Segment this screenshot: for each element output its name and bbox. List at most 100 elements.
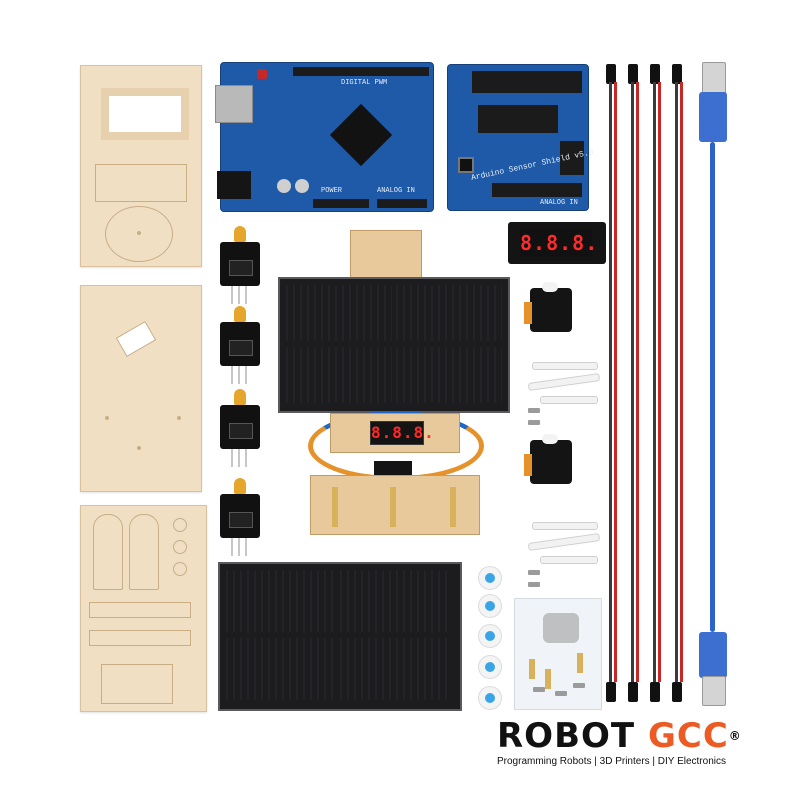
solar-cell	[226, 638, 336, 700]
sensor-shield-board: Arduino Sensor Shield v5.0 ANALOG IN	[447, 64, 594, 211]
solar-cell	[340, 570, 450, 632]
jumper-wire	[636, 82, 639, 682]
photoresistor	[234, 389, 246, 405]
jumper-connector	[672, 64, 682, 84]
digital-pwm-label: DIGITAL PWM	[341, 79, 388, 87]
sensor-chip	[229, 423, 253, 439]
tracker-solar-panel	[278, 277, 510, 413]
led-display-module: 8.8.8.	[508, 222, 606, 264]
bearing-disc	[478, 686, 502, 710]
servo-horn	[540, 396, 598, 404]
jumper-connector	[650, 682, 660, 702]
wood-panel-top	[80, 65, 202, 267]
sensor-chip	[229, 512, 253, 528]
jumper-wire	[653, 82, 656, 682]
screw	[528, 582, 540, 587]
shield-analog-label: ANALOG IN	[540, 199, 578, 207]
screw	[573, 683, 585, 688]
screw	[528, 570, 540, 575]
brand-name: ROBOT GCC®	[497, 718, 747, 754]
light-sensor-module	[220, 478, 260, 556]
sensor-pins	[231, 538, 249, 556]
bearing-disc	[478, 624, 502, 648]
panel-slot-cutout	[89, 630, 191, 646]
solar-panel	[218, 562, 462, 711]
brand-logo: ROBOT GCC® Programming Robots | 3D Print…	[497, 718, 747, 767]
jumper-connector	[628, 682, 638, 702]
screw	[528, 408, 540, 413]
tracker-assembly: 8.8.8.	[270, 225, 515, 550]
atmega-chip	[329, 103, 393, 167]
brand-name-robot: ROBOT	[497, 716, 636, 756]
solar-cell	[286, 285, 392, 341]
screw	[533, 687, 545, 692]
usb-a-plug	[702, 62, 726, 96]
jumper-wire	[675, 82, 678, 682]
servo-shaft	[542, 282, 558, 292]
light-sensor-module	[220, 389, 260, 467]
solar-cell	[226, 570, 336, 632]
bearing-disc	[478, 566, 502, 590]
sensor-pins	[231, 449, 249, 467]
led-display-value: 8.8.8.	[520, 229, 599, 257]
panel-hole	[105, 416, 109, 420]
shield-header-mid	[478, 105, 558, 133]
servo-shaft	[542, 434, 558, 444]
usb-b-housing	[699, 632, 727, 678]
panel-bracket-cutout	[95, 164, 187, 202]
solar-cell	[396, 285, 502, 341]
photoresistor	[234, 306, 246, 322]
servo-horn	[532, 522, 598, 530]
panel-hole	[177, 416, 181, 420]
bearing-disc	[478, 655, 502, 679]
servo-horn	[527, 533, 601, 551]
screw	[555, 691, 567, 696]
sensor-chip	[229, 260, 253, 276]
usb-a-housing	[699, 92, 727, 142]
panel-servo-cutout	[115, 320, 157, 358]
jumper-wire	[631, 82, 634, 682]
registered-mark: ®	[728, 729, 742, 743]
brass-standoff	[577, 653, 583, 673]
wood-panel-middle	[80, 285, 202, 492]
shield-header-top	[472, 71, 582, 93]
photoresistor	[234, 226, 246, 242]
servo-horn	[532, 362, 598, 370]
wood-panel-bottom	[80, 505, 207, 712]
panel-hole	[137, 231, 141, 235]
capacitor	[295, 179, 309, 193]
panel-bracket-cutout	[101, 664, 173, 704]
panel-hole	[137, 446, 141, 450]
power-label: POWER	[321, 187, 343, 195]
panel-arm-cutout	[129, 514, 159, 590]
servo-wire	[524, 454, 532, 476]
solar-cell	[340, 638, 450, 700]
panel-disc-cutout	[105, 206, 173, 262]
servo-horn	[527, 373, 601, 391]
brass-standoff	[545, 669, 551, 689]
hardware-bag	[514, 598, 602, 710]
panel-window-cutout	[101, 88, 189, 140]
brass-standoff	[529, 659, 535, 679]
servo-wire	[524, 302, 532, 324]
brand-tagline: Programming Robots | 3D Printers | DIY E…	[497, 756, 726, 767]
jumper-wire	[680, 82, 683, 682]
jumper-wire	[658, 82, 661, 682]
capacitor	[277, 179, 291, 193]
analog-header	[377, 199, 427, 208]
jumper-connector	[606, 64, 616, 84]
panel-arm-cutout	[93, 514, 123, 590]
reset-button	[257, 69, 267, 79]
sensor-chip	[229, 340, 253, 356]
digital-header	[293, 67, 429, 76]
tracker-top-bracket	[350, 230, 422, 284]
brass-standoff	[450, 487, 456, 527]
light-sensor-module	[220, 226, 260, 304]
jumper-connector	[606, 682, 616, 702]
brand-name-gcc: GCC	[647, 716, 729, 756]
sensor-pins	[231, 366, 249, 384]
usb-cable	[710, 142, 715, 632]
power-header	[313, 199, 369, 208]
screw	[528, 420, 540, 425]
panel-gear-cutout	[173, 540, 187, 554]
